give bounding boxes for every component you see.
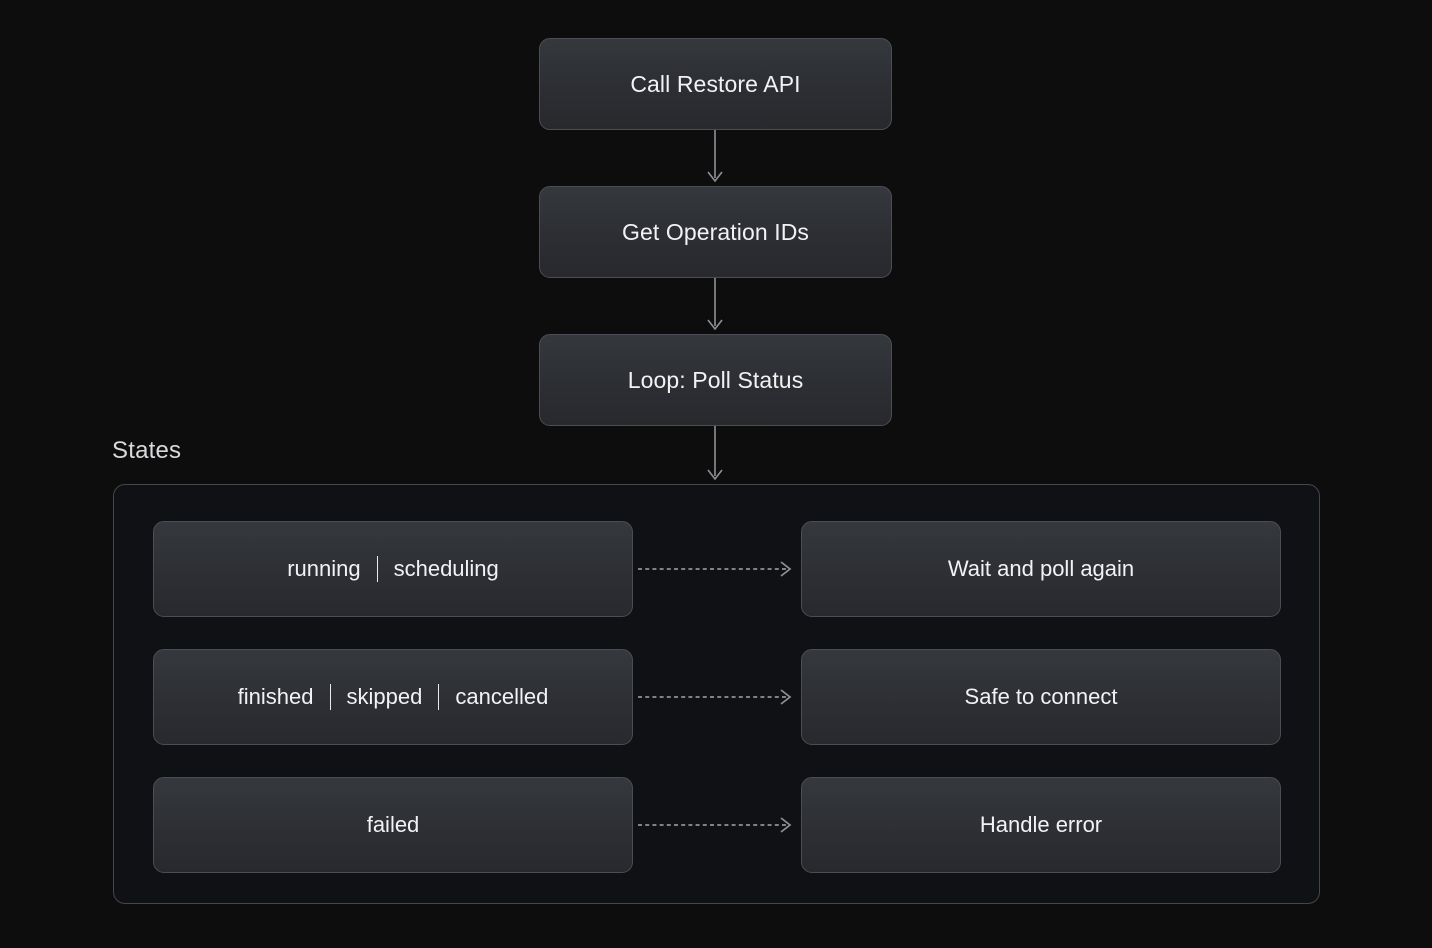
connector-arrow-down-1 — [700, 130, 730, 188]
state-row: failed Handle error — [114, 777, 1319, 873]
flow-node-get-operation-ids[interactable]: Get Operation IDs — [539, 186, 892, 278]
state-token: cancelled — [455, 684, 549, 709]
state-token: scheduling — [393, 556, 499, 581]
state-token-divider — [438, 684, 440, 710]
states-group-label: States — [112, 437, 182, 464]
state-box-running[interactable]: running scheduling — [153, 521, 633, 617]
connector-arrow-right-2 — [638, 683, 800, 711]
connector-arrow-right-3 — [638, 811, 800, 839]
state-box-finished[interactable]: finished skipped cancelled — [153, 649, 633, 745]
state-token: finished — [237, 684, 314, 709]
flow-node-label: Loop: Poll Status — [627, 366, 804, 393]
action-label: Wait and poll again — [947, 556, 1135, 581]
state-box-failed[interactable]: failed — [153, 777, 633, 873]
states-group-container: running scheduling Wait and poll again f… — [113, 484, 1320, 904]
state-token: failed — [366, 812, 420, 837]
state-token-divider — [329, 684, 331, 710]
connector-arrow-down-3 — [700, 426, 730, 484]
action-label: Safe to connect — [964, 684, 1118, 709]
action-box-wait-and-poll-again[interactable]: Wait and poll again — [801, 521, 1281, 617]
flow-node-loop-poll-status[interactable]: Loop: Poll Status — [539, 334, 892, 426]
flow-node-call-restore-api[interactable]: Call Restore API — [539, 38, 892, 130]
action-box-handle-error[interactable]: Handle error — [801, 777, 1281, 873]
state-row: running scheduling Wait and poll again — [114, 521, 1319, 617]
connector-arrow-right-1 — [638, 555, 800, 583]
flow-node-label: Get Operation IDs — [621, 218, 810, 245]
state-token: skipped — [346, 684, 423, 709]
state-token-divider — [376, 556, 378, 582]
connector-arrow-down-2 — [700, 278, 730, 336]
action-label: Handle error — [979, 812, 1103, 837]
flow-node-label: Call Restore API — [630, 70, 801, 97]
state-token: running — [287, 556, 361, 581]
state-row: finished skipped cancelled Safe to conne… — [114, 649, 1319, 745]
action-box-safe-to-connect[interactable]: Safe to connect — [801, 649, 1281, 745]
